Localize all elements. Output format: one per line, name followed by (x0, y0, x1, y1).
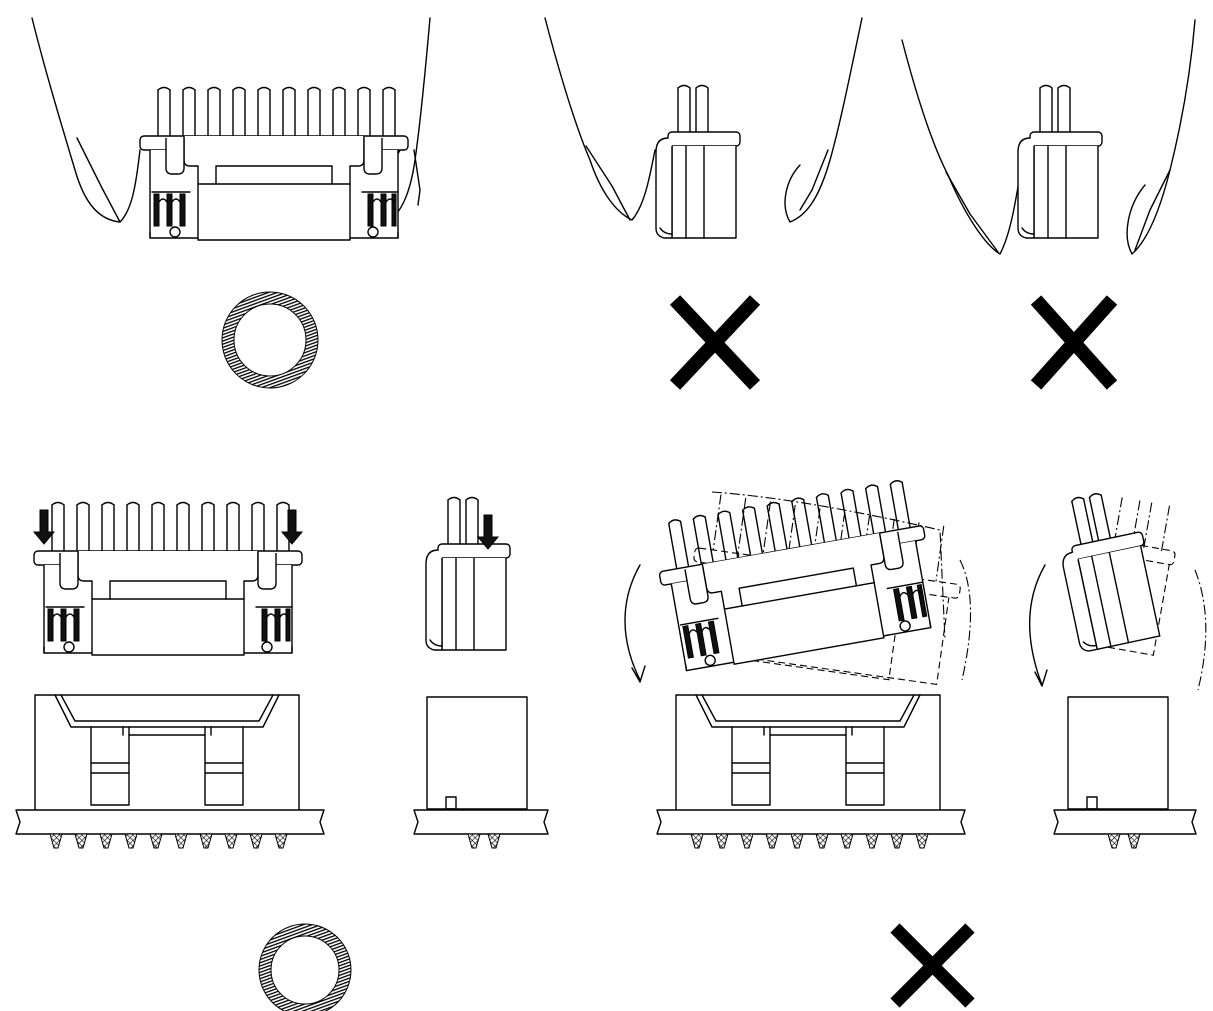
panel-insert-straight (15, 496, 549, 1011)
solder-pins (467, 833, 501, 849)
tilted-wide-connector (649, 476, 942, 676)
circuit-board (15, 809, 325, 835)
wide-connector (139, 86, 409, 241)
base-header (34, 694, 300, 812)
solder-pins (1107, 833, 1141, 849)
narrow-connector (1017, 84, 1103, 239)
solder-pin (74, 833, 88, 849)
down-arrow-icon (280, 509, 304, 545)
solder-pin (890, 833, 904, 849)
solder-pin (199, 833, 213, 849)
solder-pin (1127, 833, 1141, 849)
solder-pin (49, 833, 63, 849)
solder-pin (765, 833, 779, 849)
solder-pin (840, 833, 854, 849)
solder-pin (1107, 833, 1121, 849)
finger-left (544, 17, 656, 221)
circuit-board (656, 809, 966, 835)
base-header-side (426, 696, 528, 810)
base-header (675, 694, 941, 812)
finger-right (1126, 19, 1196, 255)
solder-pin (715, 833, 729, 849)
down-arrow-icon (32, 509, 56, 545)
solder-pin (690, 833, 704, 849)
finger-right (784, 17, 863, 223)
solder-pin (815, 833, 829, 849)
solder-pin (487, 833, 501, 849)
finger-left (31, 17, 141, 223)
curved-arrow-icon (624, 564, 646, 683)
circuit-board-side (413, 809, 549, 835)
solder-pin (467, 833, 481, 849)
correct-mark-circle-icon (258, 923, 352, 1011)
circuit-board-side (1053, 809, 1197, 835)
incorrect-mark-x-cross-icon (890, 923, 975, 1008)
solder-pin (149, 833, 163, 849)
solder-pin (124, 833, 138, 849)
wide-connector (33, 501, 303, 656)
solder-pin (740, 833, 754, 849)
panel-insert-angled (624, 476, 1207, 1008)
solder-pins (690, 833, 929, 849)
panel-grip-wrong-corner (901, 19, 1196, 390)
narrow-connector (425, 496, 511, 651)
solder-pin (249, 833, 263, 849)
correct-mark-circle-icon (221, 291, 319, 389)
base-header-side (1067, 696, 1169, 810)
finger-left (901, 39, 1021, 255)
tilted-narrow-connector (1049, 485, 1165, 654)
solder-pin (224, 833, 238, 849)
solder-pins (49, 833, 288, 849)
solder-pin (274, 833, 288, 849)
solder-pin (99, 833, 113, 849)
down-arrow-icon (476, 514, 500, 550)
panel-grip-wrong-side (544, 17, 863, 390)
panel-grip-correct (31, 17, 431, 389)
solder-pin (865, 833, 879, 849)
incorrect-mark-x-cross-icon (669, 295, 761, 390)
curved-arrow-icon (1028, 564, 1048, 687)
solder-pin (174, 833, 188, 849)
narrow-connector (655, 84, 741, 239)
solder-pin (790, 833, 804, 849)
incorrect-mark-x-cross-icon (1030, 295, 1118, 390)
solder-pin (915, 833, 929, 849)
